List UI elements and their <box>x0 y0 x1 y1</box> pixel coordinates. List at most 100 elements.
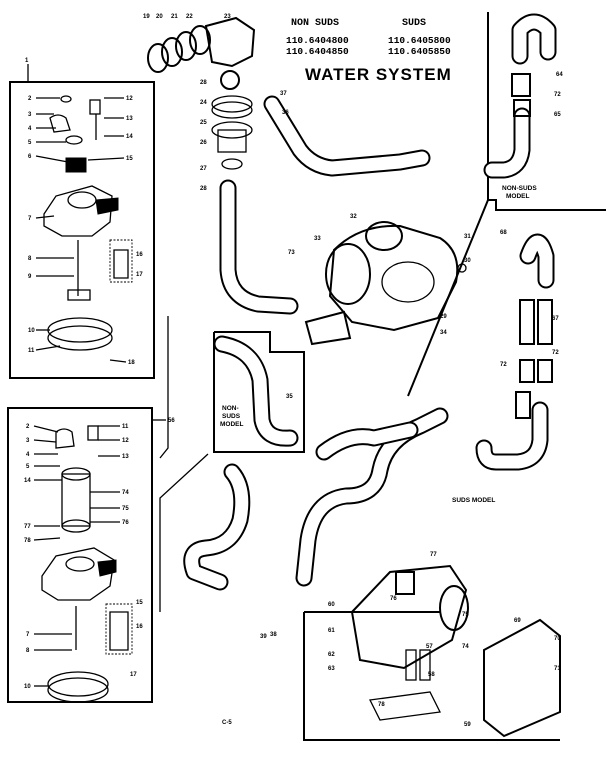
callout-6: 6 <box>28 154 32 160</box>
callout-l76: 76 <box>122 520 129 526</box>
callout-s72: 72 <box>554 92 561 98</box>
col2-model-2: 110.6405850 <box>388 46 451 57</box>
callout-s65: 65 <box>554 112 561 118</box>
panel-labels: NON-SUDS MODEL NON- SUDS MODEL SUDS MODE… <box>220 185 537 504</box>
col1-model-1: 110.6404800 <box>286 35 349 46</box>
callout-m36: 36 <box>282 110 289 116</box>
callout-m35: 35 <box>286 394 293 400</box>
callout-s68: 68 <box>500 230 507 236</box>
col2-title: SUDS <box>402 18 426 29</box>
callout-l13: 13 <box>122 454 129 460</box>
callout-m70: 70 <box>554 636 561 642</box>
top-fittings: 19 20 21 22 23 28 24 25 26 27 28 <box>143 14 256 192</box>
callout-l75: 75 <box>122 506 129 512</box>
non-suds-model-label-right-2: MODEL <box>506 193 530 200</box>
callout-14: 14 <box>126 134 133 140</box>
callout-13: 13 <box>126 116 133 122</box>
upper-left-assembly: 1 2 3 4 5 6 7 <box>9 58 155 379</box>
callout-23: 23 <box>224 14 231 20</box>
callout-8: 8 <box>28 256 32 262</box>
callout-20: 20 <box>156 14 163 20</box>
callout-m74: 74 <box>462 644 469 650</box>
callout-s64: 64 <box>556 72 563 78</box>
callout-38: 38 <box>270 632 277 638</box>
callout-l77: 77 <box>24 524 31 530</box>
hoses <box>183 13 557 591</box>
callout-m60: 60 <box>328 602 335 608</box>
callout-m39: 39 <box>260 634 267 640</box>
page-number: C-5 <box>222 720 232 726</box>
callout-l16: 16 <box>136 624 143 630</box>
lower-right-assembly <box>350 564 561 738</box>
callout-m78: 78 <box>378 702 385 708</box>
suds-model-label: SUDS MODEL <box>452 497 495 504</box>
callout-p73: 73 <box>288 250 295 256</box>
header: NON SUDS SUDS 110.6404800 110.6404850 11… <box>286 18 452 84</box>
callout-l11: 11 <box>122 424 129 430</box>
callout-m69: 69 <box>514 618 521 624</box>
callout-p31: 31 <box>464 234 471 240</box>
callout-2: 2 <box>28 96 32 102</box>
callout-p32: 32 <box>350 214 357 220</box>
callout-l2: 2 <box>26 424 30 430</box>
callout-v27: 27 <box>200 166 207 172</box>
callout-l14: 14 <box>24 478 31 484</box>
callout-p30: 30 <box>464 258 471 264</box>
diagram-title: WATER SYSTEM <box>305 65 452 84</box>
callout-21: 21 <box>171 14 178 20</box>
callout-l3: 3 <box>26 438 30 444</box>
callout-s72b: 72 <box>500 362 507 368</box>
callout-v25: 25 <box>200 120 207 126</box>
callout-l5: 5 <box>26 464 30 470</box>
callout-v28b: 28 <box>200 186 207 192</box>
upper-left-panel-frame <box>9 81 155 379</box>
non-suds-model-label-right-1: NON-SUDS <box>502 185 537 192</box>
callout-m57: 57 <box>426 644 433 650</box>
callout-v24: 24 <box>200 100 207 106</box>
callout-p34: 34 <box>440 330 447 336</box>
callout-11: 11 <box>28 348 35 354</box>
callout-3: 3 <box>28 112 32 118</box>
callout-l12: 12 <box>122 438 129 444</box>
col1-model-2: 110.6404850 <box>286 46 349 57</box>
pump-assembly: 73 33 32 31 30 29 34 <box>288 214 471 346</box>
callout-v28: 28 <box>200 80 207 86</box>
callout-m75: 75 <box>462 612 469 618</box>
callout-m71: 71 <box>554 666 561 672</box>
callout-17: 17 <box>136 272 143 278</box>
callout-5: 5 <box>28 140 32 146</box>
callout-m61: 61 <box>328 628 335 634</box>
callout-15: 15 <box>126 156 133 162</box>
non-suds-model-label-center-3: MODEL <box>220 421 244 428</box>
callout-l7: 7 <box>26 632 30 638</box>
callout-m58: 58 <box>428 672 435 678</box>
callout-12: 12 <box>126 96 133 102</box>
callout-7: 7 <box>28 216 32 222</box>
callout-19: 19 <box>143 14 150 20</box>
callout-1: 1 <box>25 58 29 64</box>
callout-4: 4 <box>28 126 32 132</box>
callout-p29: 29 <box>440 314 447 320</box>
non-suds-model-label-center-2: SUDS <box>222 413 241 420</box>
callout-l8: 8 <box>26 648 30 654</box>
callout-m77: 77 <box>430 552 437 558</box>
callout-v26: 26 <box>200 140 207 146</box>
callout-18: 18 <box>128 360 135 366</box>
callout-16: 16 <box>136 252 143 258</box>
callout-l15: 15 <box>136 600 143 606</box>
callout-10: 10 <box>28 328 35 334</box>
callout-s67: 67 <box>552 316 559 322</box>
callout-9: 9 <box>28 274 32 280</box>
suds-callouts: 64 72 65 68 67 72 72 <box>500 72 563 368</box>
callout-m37: 37 <box>280 91 287 97</box>
callout-m76: 76 <box>390 596 397 602</box>
misc-callouts: 37 36 35 39 60 61 62 63 57 58 59 69 70 7… <box>260 91 561 728</box>
callout-m59: 59 <box>464 722 471 728</box>
callout-22: 22 <box>186 14 193 20</box>
callout-l17: 17 <box>130 672 137 678</box>
callout-l4: 4 <box>26 452 30 458</box>
frame-lines <box>159 12 606 741</box>
callout-l74: 74 <box>122 490 129 496</box>
callout-m62: 62 <box>328 652 335 658</box>
